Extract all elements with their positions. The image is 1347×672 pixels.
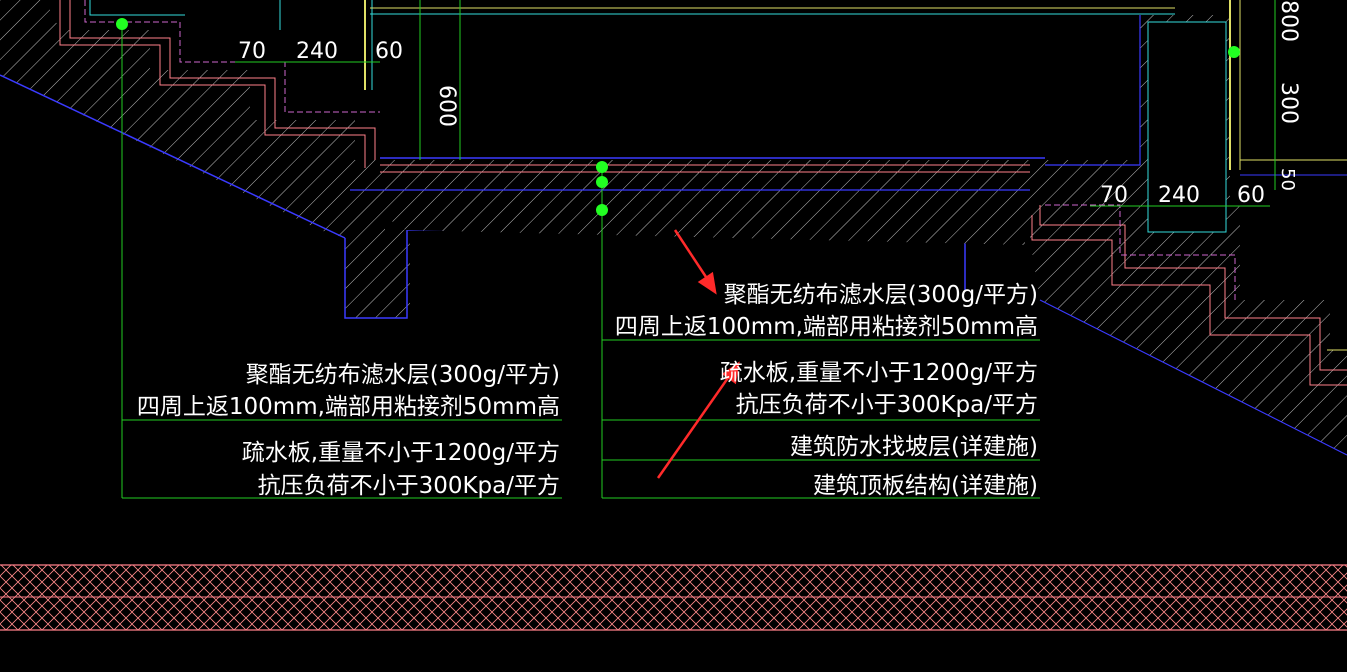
dim-right-vertical-800: 800 xyxy=(1276,0,1301,42)
left-callout-line1: 聚酯无纺布滤水层(300g/平方) xyxy=(246,362,560,388)
slab-band xyxy=(350,157,1045,245)
left-callout-line4: 抗压负荷不小于300Kpa/平方 xyxy=(258,473,560,499)
dim-right-vertical-300: 300 xyxy=(1276,82,1301,124)
dim-left-vertical-600: 600 xyxy=(434,85,459,127)
right-concrete-mass xyxy=(1030,15,1347,456)
left-callout: 聚酯无纺布滤水层(300g/平方) 四周上返100mm,端部用粘接剂50mm高 … xyxy=(137,362,560,499)
left-membrane-lines xyxy=(59,0,380,168)
left-concrete-mass xyxy=(0,0,966,319)
dim-left-240: 240 xyxy=(296,39,338,64)
node-center-2 xyxy=(596,176,608,188)
dim-left-60: 60 xyxy=(375,39,403,64)
node-right xyxy=(1228,46,1240,58)
dim-right-60: 60 xyxy=(1237,183,1265,208)
dim-right-vertical-50: 50 xyxy=(1277,168,1298,191)
leader-nodes xyxy=(116,18,1240,216)
right-callout-line3: 疏水板,重量不小于1200g/平方 xyxy=(720,360,1038,386)
dim-right-240: 240 xyxy=(1158,183,1200,208)
red-arrow-1 xyxy=(673,229,710,281)
dim-right-70: 70 xyxy=(1100,183,1128,208)
left-callout-line3: 疏水板,重量不小于1200g/平方 xyxy=(242,440,560,466)
right-membrane-lines xyxy=(1031,0,1347,386)
right-callout-line1: 聚酯无纺布滤水层(300g/平方) xyxy=(724,282,1038,308)
node-left-top xyxy=(116,18,128,30)
bottom-slab xyxy=(0,564,1347,631)
node-center-3 xyxy=(596,204,608,216)
node-center-1 xyxy=(596,161,608,173)
left-callout-line2: 四周上返100mm,端部用粘接剂50mm高 xyxy=(137,394,560,420)
red-arrows xyxy=(656,229,740,479)
dimension-texts: 70 240 60 600 70 240 60 800 300 50 xyxy=(238,0,1301,208)
right-callout-line6: 建筑顶板结构(详建施) xyxy=(813,473,1038,499)
right-callout-line5: 建筑防水找坡层(详建施) xyxy=(790,434,1038,460)
right-callout-line2: 四周上返100mm,端部用粘接剂50mm高 xyxy=(615,314,1038,340)
red-arrow-2 xyxy=(656,374,732,479)
dim-left-70: 70 xyxy=(238,39,266,64)
right-callout-line4: 抗压负荷不小于300Kpa/平方 xyxy=(736,392,1038,418)
dimension-lines xyxy=(235,0,1276,207)
right-callout: 聚酯无纺布滤水层(300g/平方) 四周上返100mm,端部用粘接剂50mm高 … xyxy=(615,282,1038,499)
leader-lines xyxy=(121,22,1040,499)
